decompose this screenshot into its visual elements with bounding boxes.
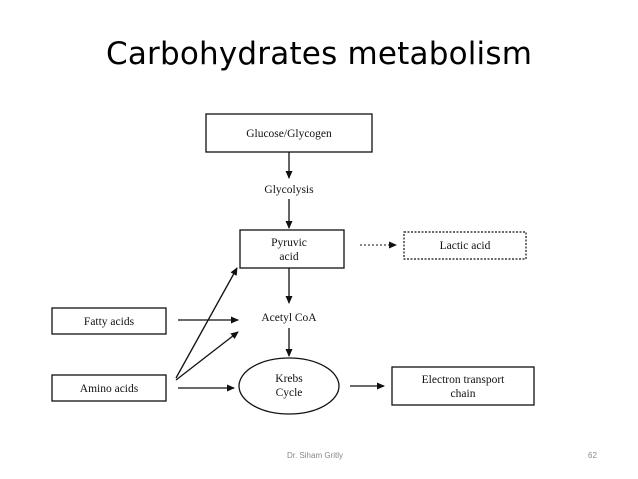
krebs-cycle-label-line2: Cycle: [276, 387, 303, 399]
fatty-acids-box: [51, 307, 167, 335]
krebs-cycle-circle: [238, 357, 340, 415]
amino-acids-box: [51, 374, 167, 402]
pyruvic-acid-label-line2: acid: [279, 251, 298, 263]
slide-title: Carbohydrates metabolism: [106, 36, 533, 72]
lactic-acid-label: Lactic acid: [440, 240, 491, 252]
glucose-glycogen-box: [205, 113, 373, 153]
footer-author: Dr. Siham Gritly: [287, 451, 344, 460]
krebs-cycle-label-line1: Krebs: [275, 373, 303, 385]
arrow-amino-to-pyruvic: [175, 267, 238, 379]
electron-transport-chain-box: [391, 366, 535, 406]
electron-transport-label-line1: Electron transport: [422, 374, 506, 386]
glucose-glycogen-label: Glucose/Glycogen: [246, 128, 332, 140]
amino-acids-label: Amino acids: [80, 383, 139, 395]
arrow-amino-to-acetyl: [175, 331, 239, 381]
acetyl-coa-label: Acetyl CoA: [261, 312, 317, 324]
footer-page-number: 62: [588, 451, 597, 460]
electron-transport-label-line2: chain: [451, 388, 476, 400]
lactic-acid-box: [403, 231, 527, 260]
fatty-acids-label: Fatty acids: [84, 316, 135, 328]
pyruvic-acid-box: [239, 229, 345, 269]
pyruvic-acid-label-line1: Pyruvic: [271, 237, 307, 249]
glycolysis-label: Glycolysis: [264, 184, 314, 196]
